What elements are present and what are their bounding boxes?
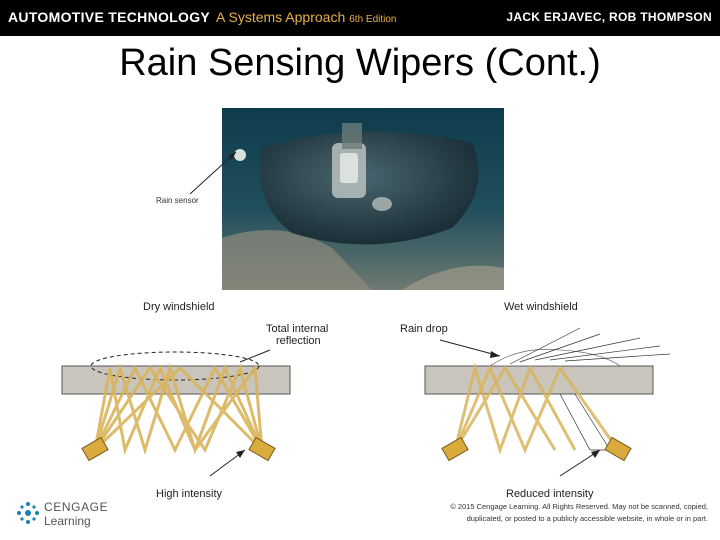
rain-sensor-photo [222, 108, 504, 290]
copyright-notice: © 2015 Cengage Learning. All Rights Rese… [408, 501, 708, 525]
publisher-logo: CENGAGE Learning [16, 497, 126, 531]
rain-sensor-label: Rain sensor [156, 196, 199, 205]
dry-windshield-label: Dry windshield [143, 301, 215, 313]
authors: JACK ERJAVEC, ROB THOMPSON [506, 10, 712, 24]
book-subtitle: A Systems Approach [216, 9, 346, 25]
brand-sub: Learning [44, 514, 91, 528]
wet-glass [424, 365, 654, 395]
high-intensity-label: High intensity [156, 488, 223, 500]
rain-drop [488, 349, 622, 367]
reflection-label-1: Total internal [266, 323, 328, 335]
copyright-line-2: duplicated, or posted to a publicly acce… [466, 514, 708, 523]
optics-diagram: Dry windshield Wet windshield Total inte… [61, 301, 671, 500]
wet-windshield-label: Wet windshield [504, 301, 578, 313]
slide-title: Rain Sensing Wipers (Cont.) [119, 42, 601, 84]
dry-detector [248, 436, 276, 462]
rain-sensor-pointer [189, 151, 237, 195]
wet-detector [604, 436, 632, 462]
series-title: AUTOMOTIVE TECHNOLOGY [8, 9, 211, 25]
dry-emitter [81, 436, 109, 462]
reduced-intensity-label: Reduced intensity [506, 488, 594, 500]
wet-light-paths [453, 362, 620, 455]
cengage-mark-icon [17, 502, 39, 524]
dry-light-paths [93, 362, 264, 456]
brand-name: CENGAGE [44, 500, 109, 514]
reflection-label-2: reflection [276, 335, 321, 347]
wet-emitter [441, 436, 469, 462]
edition-label: 6th Edition [349, 14, 397, 25]
copyright-line-1: © 2015 Cengage Learning. All Rights Rese… [450, 502, 708, 511]
rain-drop-label: Rain drop [400, 323, 448, 335]
